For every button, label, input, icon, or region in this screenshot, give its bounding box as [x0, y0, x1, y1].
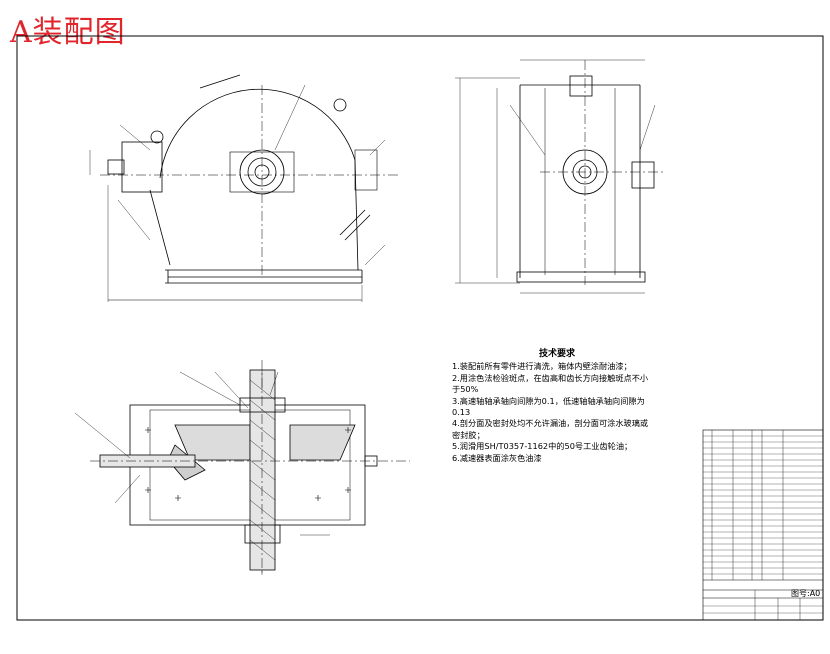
- side-view: [455, 59, 665, 294]
- tech-heading: 技术要求: [538, 349, 575, 359]
- drawing-title: A装配图: [10, 15, 126, 50]
- tech-line: 2.用涂色法检验斑点，在齿高和齿长方向接触斑点不小: [452, 372, 649, 383]
- tech-line: 于50%: [452, 384, 479, 395]
- front-view: [89, 74, 400, 302]
- tech-line: 6.减速器表面涂灰色油漆: [452, 452, 542, 463]
- tech-line: 4.剖分面及密封处均不允许漏油，剖分面可涂水玻璃或: [452, 418, 649, 429]
- parts-list: [702, 429, 824, 621]
- tech-line: 1.装配前所有零件进行清洗，箱体内壁涂耐油漆；: [452, 361, 632, 372]
- sheet-border: [16, 35, 824, 621]
- tech-line: 3.高速轴轴承轴向间隙为0.1，低速轴轴承轴向间隙为: [452, 395, 645, 406]
- tech-line: 密封胶；: [452, 429, 485, 440]
- tech-line: 0.13: [452, 407, 471, 418]
- tech-line: 5.润滑用SH/T0357-1162中的50号工业齿轮油；: [452, 441, 633, 452]
- drawing-number: 图号:A0: [791, 589, 821, 598]
- section-view: [74, 360, 410, 575]
- technical-requirements: 技术要求 1.装配前所有零件进行清洗，箱体内壁涂耐油漆； 2.用涂色法检验斑点，…: [452, 349, 662, 464]
